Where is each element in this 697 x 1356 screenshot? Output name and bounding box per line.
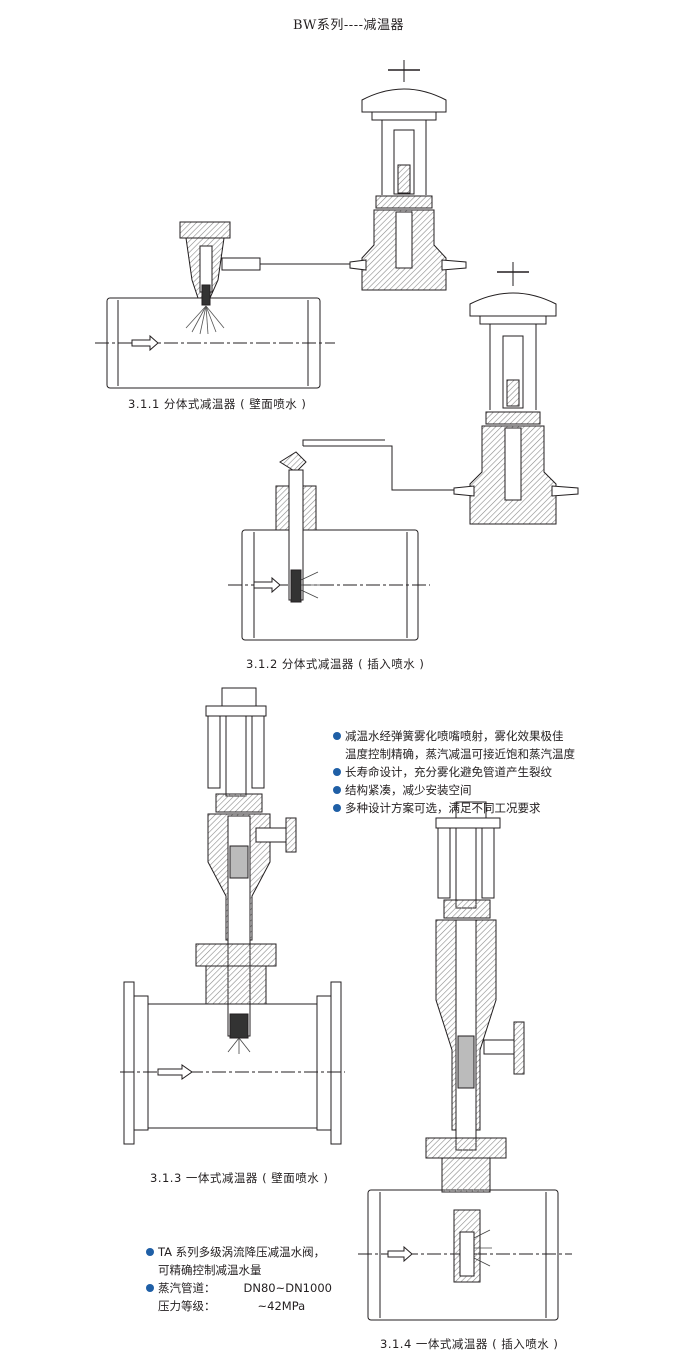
feature-item-continuation: 温度控制精确，蒸汽减温可接近饱和蒸汽温度 bbox=[345, 747, 575, 761]
figure-caption-3-1-3: 3.1.3 一体式减温器 ( 壁面喷水 ) bbox=[150, 1171, 329, 1185]
spec-pressure-value: ~42MPa bbox=[257, 1299, 306, 1313]
ta-note-item: TA 系列多级涡流降压减温水阀， bbox=[146, 1243, 332, 1261]
ta-note-continuation: 可精确控制减温水量 bbox=[158, 1263, 262, 1277]
spec-pipe: 蒸汽管道： DN80~DN1000 bbox=[146, 1279, 332, 1297]
figure-3-1-1-drawing bbox=[95, 221, 355, 389]
control-valve-1 bbox=[349, 60, 467, 291]
spec-pipe-value: DN80~DN1000 bbox=[243, 1281, 332, 1295]
figure-3-1-3-drawing bbox=[120, 687, 345, 1145]
spec-pressure-label: 压力等级： bbox=[158, 1299, 216, 1313]
figure-3-1-2-drawing bbox=[228, 439, 455, 641]
figure-caption-3-1-1: 3.1.1 分体式减温器 ( 壁面喷水 ) bbox=[128, 397, 307, 411]
spec-pressure: 压力等级： ~42MPa bbox=[146, 1297, 332, 1315]
feature-item: 多种设计方案可选，满足不同工况要求 bbox=[333, 799, 575, 817]
feature-list: 减温水经弹簧雾化喷嘴喷射，雾化效果极佳 温度控制精确，蒸汽减温可接近饱和蒸汽温度… bbox=[333, 727, 575, 817]
feature-item: 长寿命设计，充分雾化避免管道产生裂纹 bbox=[333, 763, 575, 781]
feature-item: 减温水经弹簧雾化喷嘴喷射，雾化效果极佳 bbox=[333, 727, 575, 745]
feature-item: 结构紧凑，减少安装空间 bbox=[333, 781, 575, 799]
figure-caption-3-1-4: 3.1.4 一体式减温器 ( 插入喷水 ) bbox=[380, 1337, 559, 1351]
figure-3-1-4-drawing bbox=[358, 801, 572, 1321]
ta-notes: TA 系列多级涡流降压减温水阀， 可精确控制减温水量 蒸汽管道： DN80~DN1… bbox=[146, 1243, 332, 1315]
page-title: BW系列----减温器 bbox=[293, 18, 404, 33]
figure-caption-3-1-2: 3.1.2 分体式减温器 ( 插入喷水 ) bbox=[246, 657, 425, 671]
control-valve-2 bbox=[453, 262, 579, 525]
spec-pipe-label: 蒸汽管道： bbox=[158, 1281, 216, 1295]
